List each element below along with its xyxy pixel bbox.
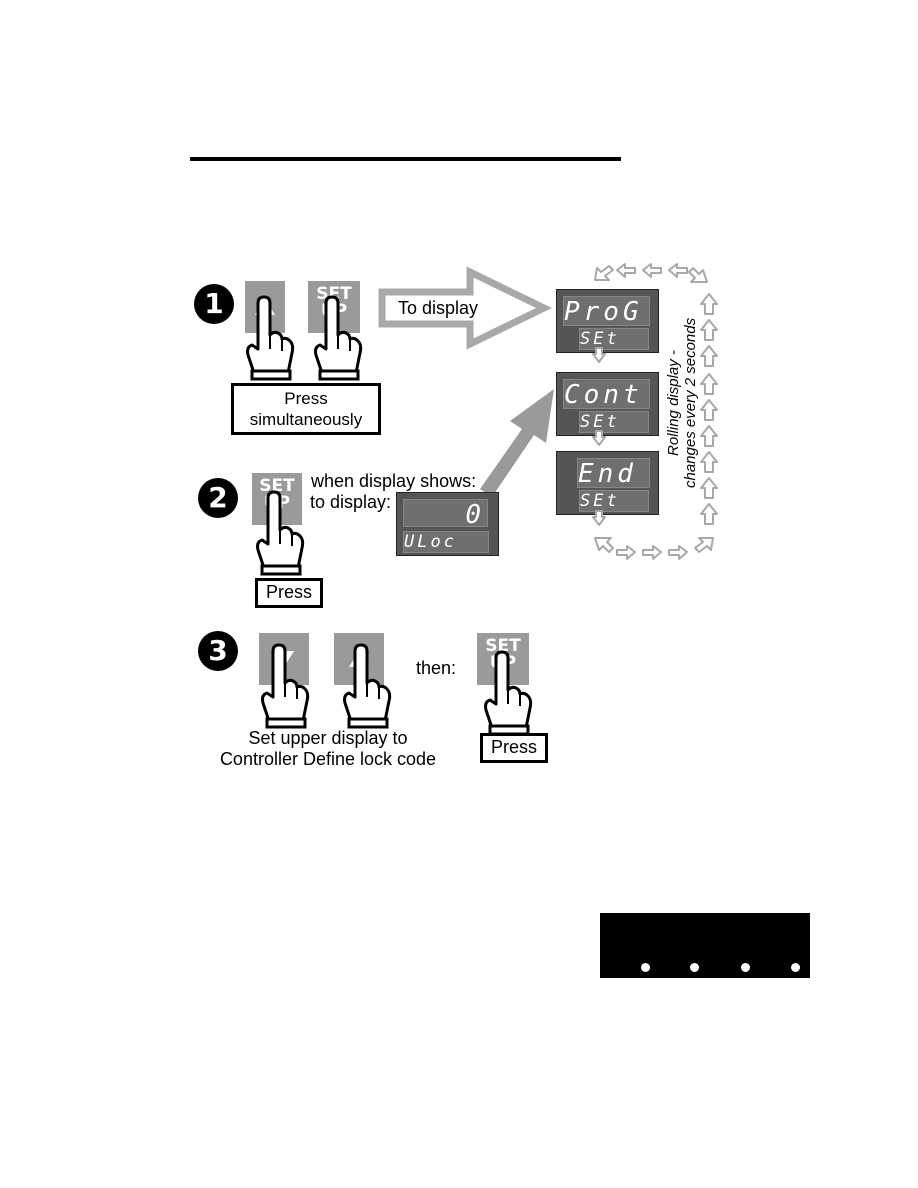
tab-dot: [791, 963, 800, 972]
press-box: Press: [255, 578, 323, 608]
display-upper: ProG: [563, 296, 650, 327]
rolling-loop-arrows: [592, 263, 718, 560]
step2-instruction: Press: [265, 582, 312, 602]
step1-instruction: Press simultaneously: [249, 389, 363, 429]
display-lower: SEt: [579, 490, 649, 512]
display-upper: Cont: [563, 379, 650, 410]
display-lower: SEt: [579, 328, 649, 350]
step3-instruction-line1: Set upper display to: [248, 728, 408, 748]
then-label: then:: [416, 658, 457, 678]
rolling-caption-line1: Rolling display -: [665, 350, 682, 456]
step-2-badge: 2: [198, 478, 238, 518]
step3-press: Press: [490, 737, 537, 757]
tab-dot: [741, 963, 750, 972]
display-upper: End: [577, 458, 650, 489]
step-3-badge: 3: [198, 631, 238, 671]
press-simultaneously-box: Press simultaneously: [231, 383, 381, 435]
display-uloc: 0 ULoc: [396, 492, 499, 556]
to-display-arrow: [378, 266, 553, 350]
display-lower: SEt: [579, 411, 649, 433]
to-display-label: To display: [398, 298, 479, 318]
hand-pointer-icon: [246, 295, 295, 381]
hand-pointer-icon: [484, 650, 533, 736]
hand-pointer-icon: [343, 643, 392, 729]
display-cont: Cont SEt: [556, 372, 659, 436]
when-display-shows-label: when display shows:: [311, 471, 477, 491]
hand-pointer-icon: [261, 643, 310, 729]
press-box: Press: [480, 733, 548, 763]
display-prog: ProG SEt: [556, 289, 659, 353]
to-display-label-2: to display:: [310, 492, 392, 512]
header-rule: [190, 157, 621, 161]
display-end: End SEt: [556, 451, 659, 515]
diagonal-arrow: [480, 389, 554, 497]
page-tab: [600, 913, 810, 978]
tab-dot: [641, 963, 650, 972]
step-1-badge: 1: [194, 284, 234, 324]
display-lower: ULoc: [403, 531, 489, 553]
hand-pointer-icon: [314, 295, 363, 381]
hand-pointer-icon: [256, 490, 305, 576]
step3-instruction: Set upper display to Controller Define l…: [200, 728, 456, 770]
rolling-caption: Rolling display - changes every 2 second…: [665, 318, 701, 488]
tab-dot: [690, 963, 699, 972]
rolling-caption-line2: changes every 2 seconds: [682, 317, 699, 488]
step3-instruction-line2: Controller Define lock code: [219, 749, 437, 769]
display-upper: 0: [403, 499, 488, 530]
